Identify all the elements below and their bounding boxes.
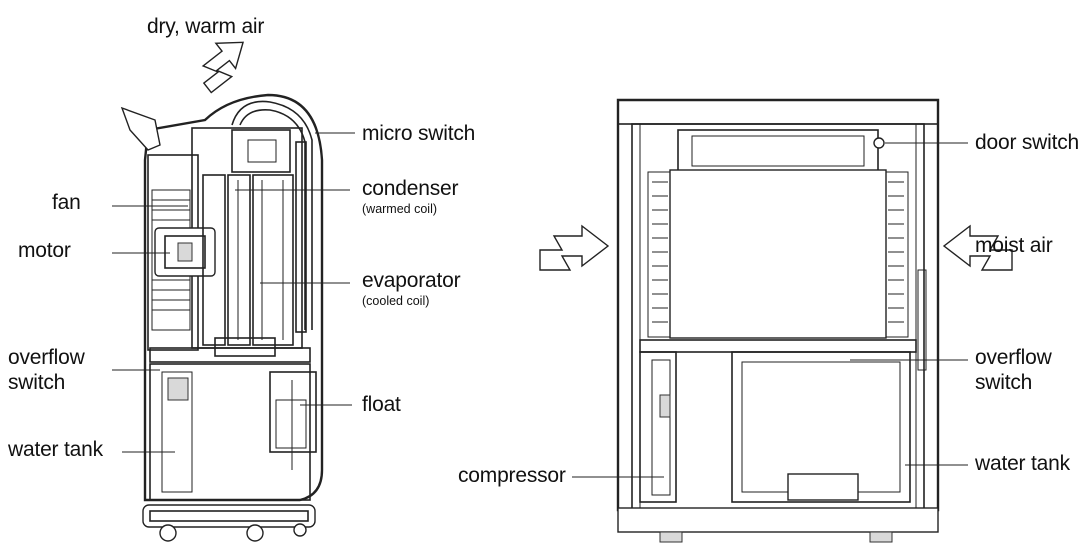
dry-warm-air-label: dry, warm air (147, 15, 265, 38)
condenser-note: (warmed coil) (362, 202, 438, 216)
moist-air-label: moist air (975, 234, 1053, 257)
motor-label: motor (18, 239, 71, 262)
hollow-zigzag-arrow-icon (539, 224, 610, 271)
right-leader-lines (572, 142, 968, 478)
door-switch-label: door switch (975, 131, 1080, 154)
condenser-label: condenser (362, 177, 459, 200)
overflow-switch-right-label-line2: switch (975, 371, 1033, 394)
evaporator-note: (cooled coil) (362, 294, 430, 308)
overflow-switch-right-label: overflow (975, 346, 1052, 369)
micro-switch-label: micro switch (362, 122, 476, 145)
compressor-label: compressor (458, 464, 566, 487)
water-tank-right-label: water tank (975, 452, 1070, 475)
overflow-switch-left-label-line2: switch (8, 371, 66, 394)
hollow-zigzag-arrow-icon (201, 41, 244, 94)
hollow-zigzag-arrow-icon (942, 224, 1013, 271)
wheel-icon (159, 524, 177, 542)
left-leader-lines (112, 132, 355, 453)
front-view (616, 98, 940, 543)
door-switch-bolt-icon (873, 137, 885, 149)
float-label: float (362, 393, 401, 416)
side-cutaway-view (120, 93, 324, 542)
wheel-icon (246, 524, 264, 542)
water-tank-left-label: water tank (8, 438, 103, 461)
coil-right (885, 171, 909, 338)
overflow-switch-left-label: overflow (8, 346, 85, 369)
evaporator-label: evaporator (362, 269, 461, 292)
coil-left (647, 171, 671, 338)
fan-label: fan (52, 191, 81, 214)
